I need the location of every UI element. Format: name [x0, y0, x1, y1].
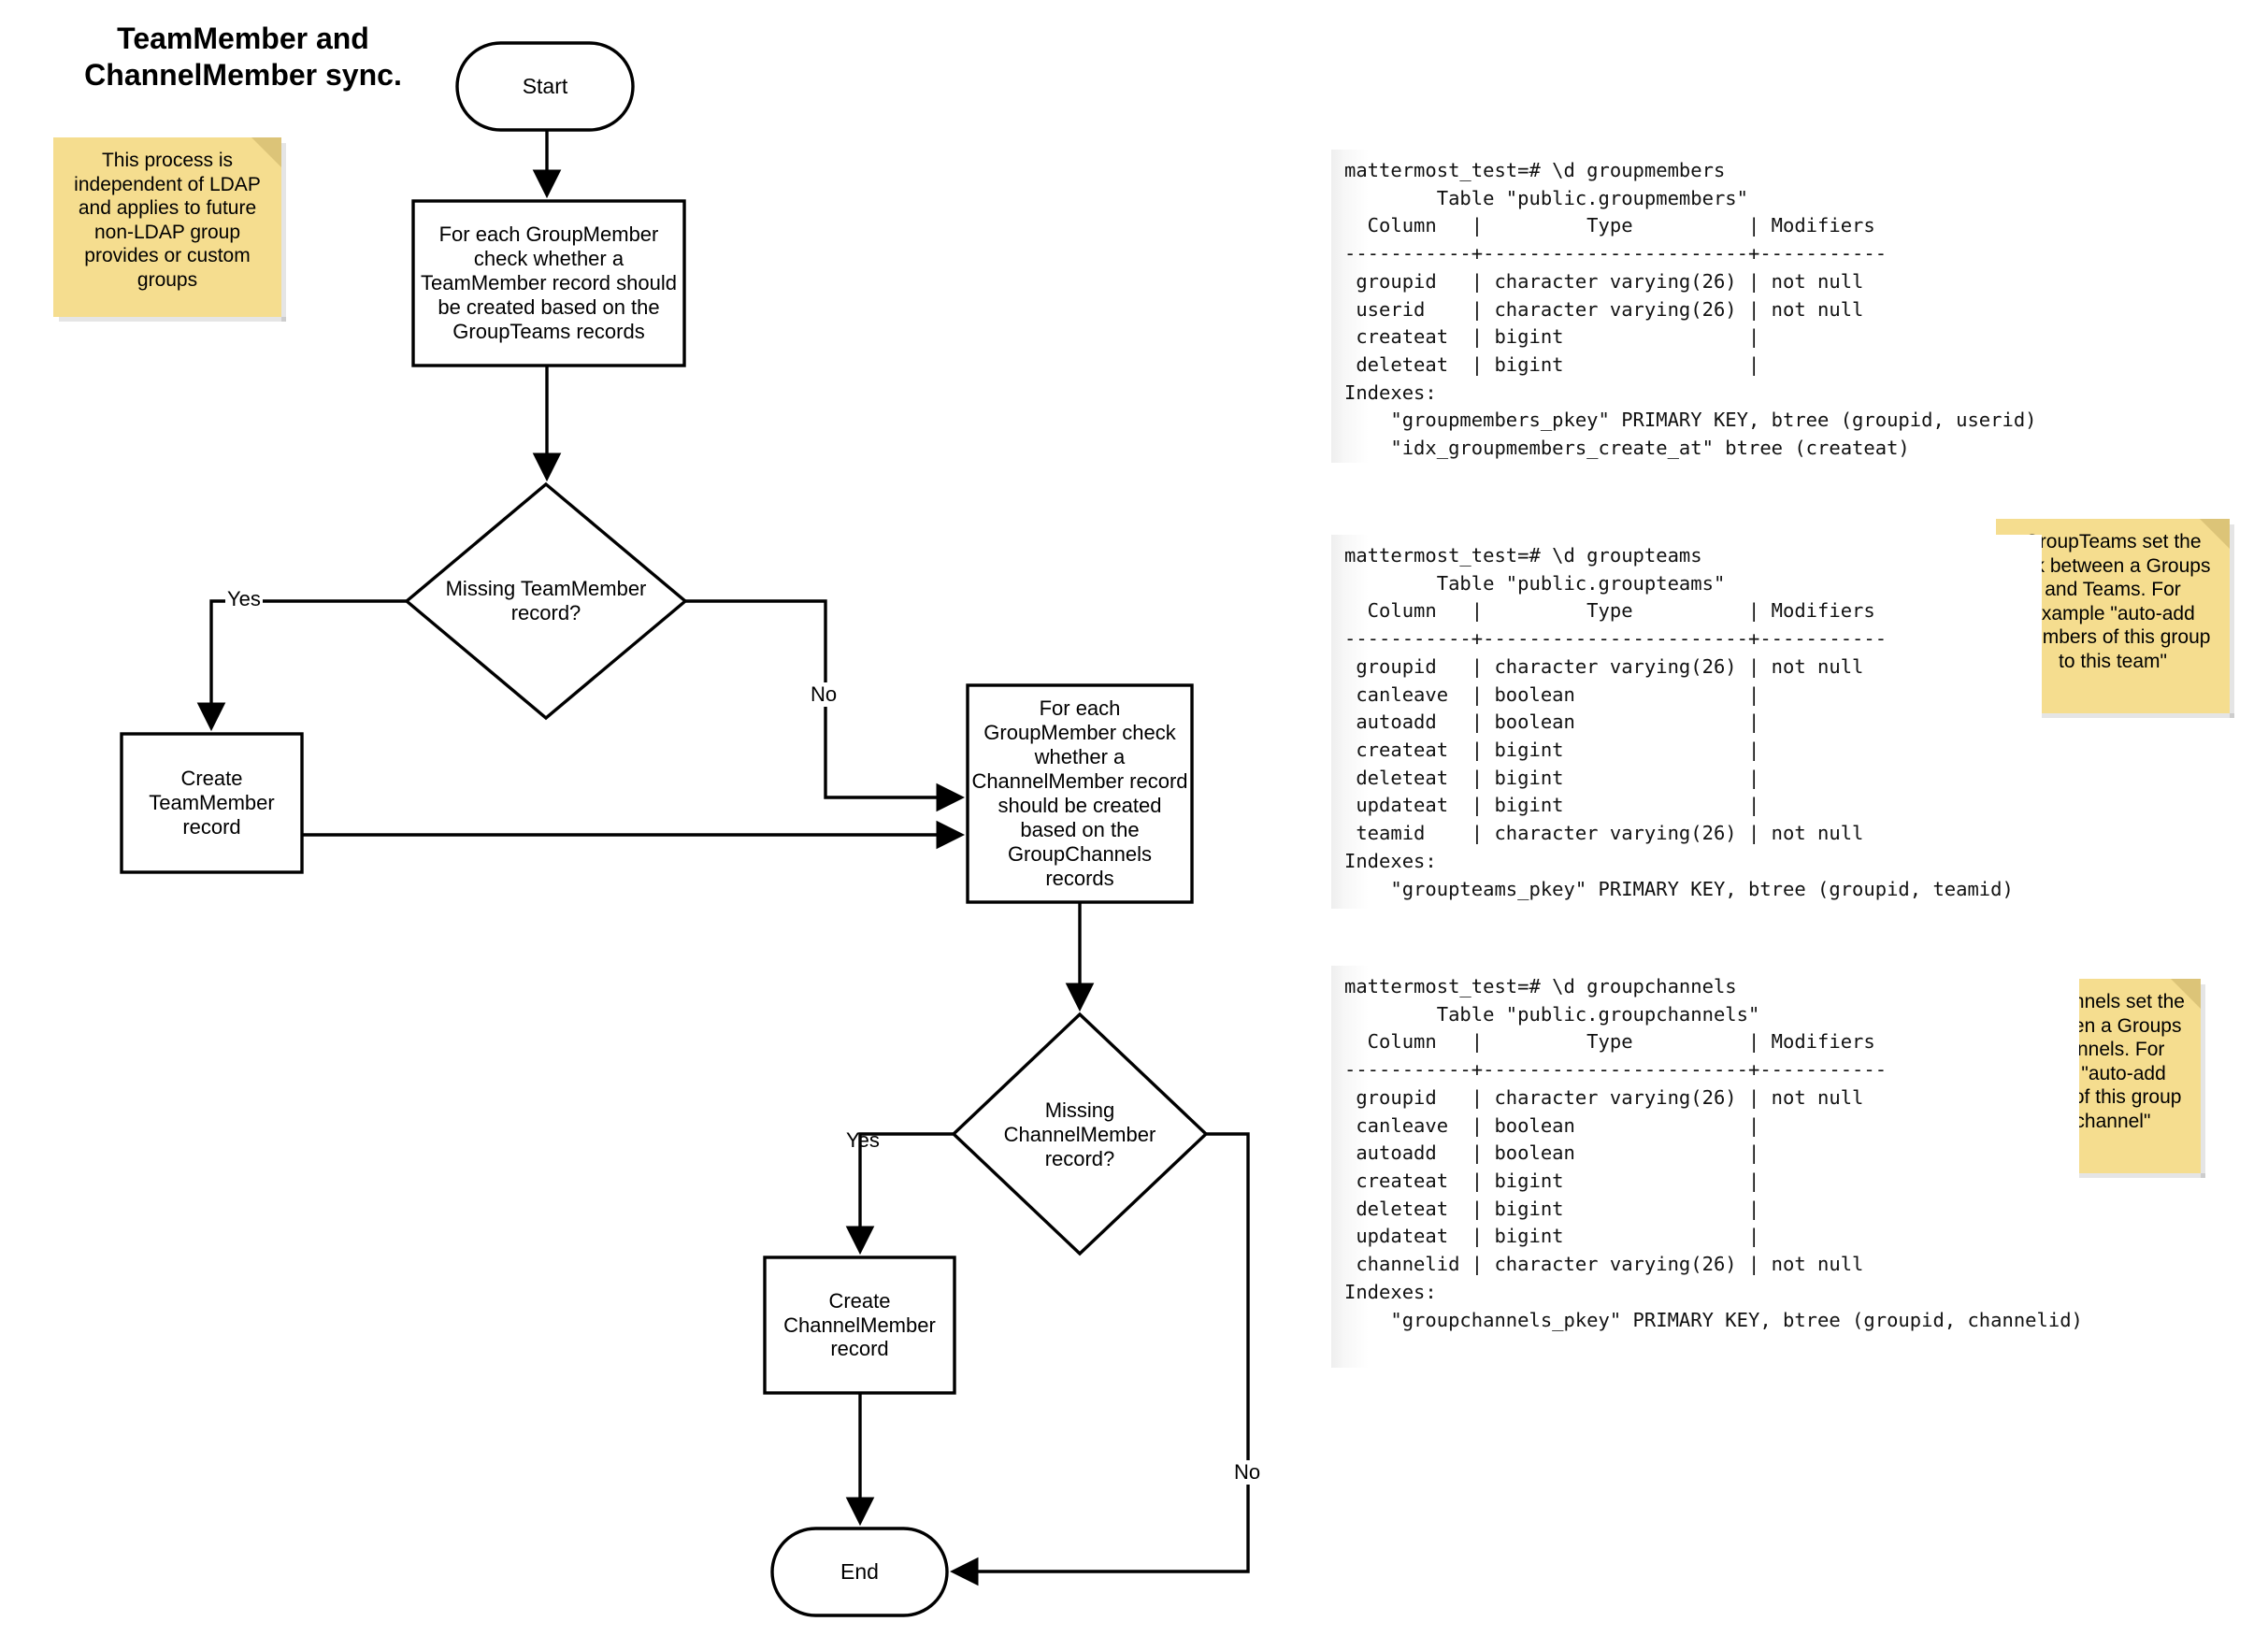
node-start-shape[interactable]	[455, 41, 635, 132]
note-shadow-bottom	[59, 317, 286, 322]
note-shadow-right	[2230, 524, 2234, 718]
node-create-channelmember-shape[interactable]	[763, 1256, 956, 1395]
diagram-title: TeamMember and ChannelMember sync.	[84, 22, 402, 93]
terminal-output-groupteams: mattermost_test=# \d groupteams Table "p…	[1331, 535, 2042, 909]
node-for-each-groupmember-team-shape[interactable]	[411, 199, 686, 367]
edge-teammember-no	[685, 599, 966, 812]
note-shadow-right	[2201, 984, 2205, 1178]
terminal-output-groupchannels: mattermost_test=# \d groupchannels Table…	[1331, 966, 2083, 1368]
note-shadow-bottom	[1973, 1173, 2205, 1178]
edge-channelmember-yes	[845, 1132, 954, 1256]
note-ldap-text: This process is independent of LDAP and …	[74, 150, 261, 292]
node-create-teammember-shape[interactable]	[120, 732, 304, 874]
node-missing-channelmember-shape[interactable]	[951, 1012, 1209, 1256]
node-end-shape[interactable]	[770, 1527, 949, 1617]
note-ldap: This process is independent of LDAP and …	[53, 137, 286, 322]
note-shadow-bottom	[2002, 713, 2234, 718]
node-for-each-groupmember-channel-shape[interactable]	[966, 683, 1194, 904]
terminal-output-groupmembers: mattermost_test=# \d groupmembers Table …	[1331, 150, 2037, 463]
note-groupteams-text: GroupTeams set the link between a Groups…	[2015, 531, 2211, 673]
edge-channelmember-no	[949, 1132, 1250, 1586]
node-missing-teammember-shape[interactable]	[404, 481, 688, 721]
edge-teammember-yes	[196, 599, 407, 732]
note-shadow-right	[281, 143, 286, 322]
